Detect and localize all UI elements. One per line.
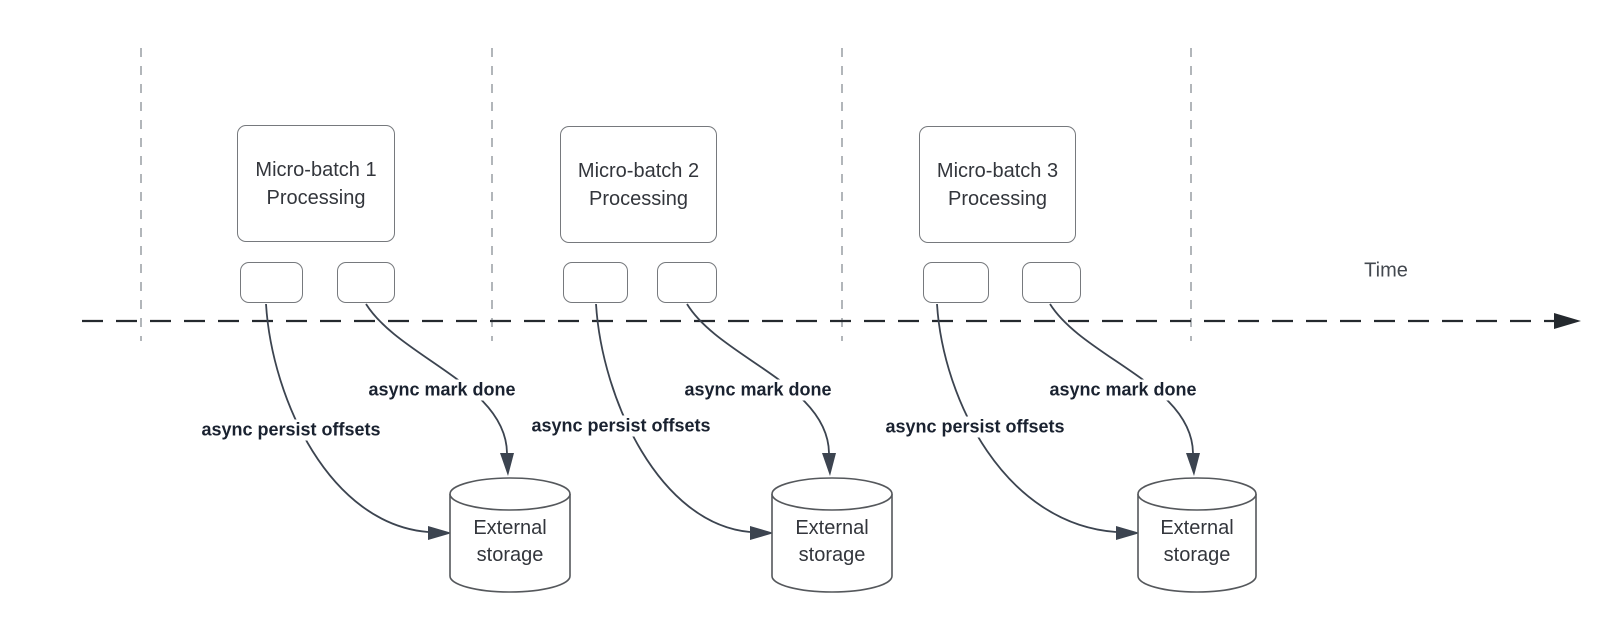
cylinder-top-icon-3: [1137, 477, 1257, 511]
mark-done-label-1: async mark done: [365, 379, 519, 401]
micro-batch-3-processing-box: Micro-batch 3 Processing: [919, 126, 1076, 243]
micro-batch-2-processing-box: Micro-batch 2 Processing: [560, 126, 717, 243]
persist-arrowhead-icon-3: [1116, 526, 1140, 540]
persist-offsets-arrow-1: [265, 303, 429, 533]
external-storage-label-1: External storage: [473, 517, 547, 566]
time-axis: [82, 313, 1581, 329]
done-arrowhead-icon-3: [1186, 453, 1200, 476]
cylinder-top-icon-2: [771, 477, 893, 511]
done-task-box-2: [657, 262, 717, 303]
persist-offsets-arrow-3: [936, 303, 1117, 533]
group-2-connectors: [595, 303, 830, 533]
mark-done-label-2: async mark done: [681, 379, 835, 401]
persist-offsets-label-2: async persist offsets: [528, 415, 714, 437]
micro-batch-1-processing-box: Micro-batch 1 Processing: [237, 125, 395, 242]
persist-task-box-1: [240, 262, 303, 303]
external-storage-label-3: External storage: [1160, 517, 1234, 566]
persist-offsets-arrow-2: [595, 303, 751, 533]
persist-task-box-3: [923, 262, 989, 303]
done-arrowhead-icon-1: [500, 453, 514, 476]
batch-interval-guides: [140, 48, 1192, 341]
persist-arrowhead-icon-1: [428, 526, 452, 540]
done-task-box-3: [1022, 262, 1081, 303]
mark-done-label-3: async mark done: [1046, 379, 1200, 401]
time-axis-label: Time: [1364, 259, 1408, 282]
time-axis-arrowhead-icon: [1554, 313, 1581, 329]
persist-offsets-label-3: async persist offsets: [882, 416, 1068, 438]
cylinder-body-icon-1: [449, 494, 571, 593]
storage-cylinders: [449, 477, 1257, 593]
done-arrowhead-icon-2: [822, 453, 836, 476]
persist-arrowhead-icon-2: [750, 526, 774, 540]
mark-done-arrow-3: [1049, 303, 1194, 454]
micro-batch-3-processing-label: Micro-batch 3 Processing: [936, 159, 1059, 210]
micro-batch-1-processing-label: Micro-batch 1 Processing: [255, 158, 377, 209]
cylinder-body-icon-3: [1137, 494, 1257, 593]
mark-done-arrow-1: [365, 303, 508, 454]
mark-done-arrow-2: [686, 303, 830, 454]
persist-offsets-label-1: async persist offsets: [198, 419, 384, 441]
cylinder-top-icon-1: [449, 477, 571, 511]
persist-task-box-2: [563, 262, 628, 303]
external-storage-label-2: External storage: [795, 517, 869, 566]
group-3-connectors: [936, 303, 1194, 533]
done-task-box-1: [337, 262, 395, 303]
micro-batch-2-processing-label: Micro-batch 2 Processing: [577, 159, 700, 210]
cylinder-body-icon-2: [771, 494, 893, 593]
group-1-connectors: [265, 303, 508, 533]
